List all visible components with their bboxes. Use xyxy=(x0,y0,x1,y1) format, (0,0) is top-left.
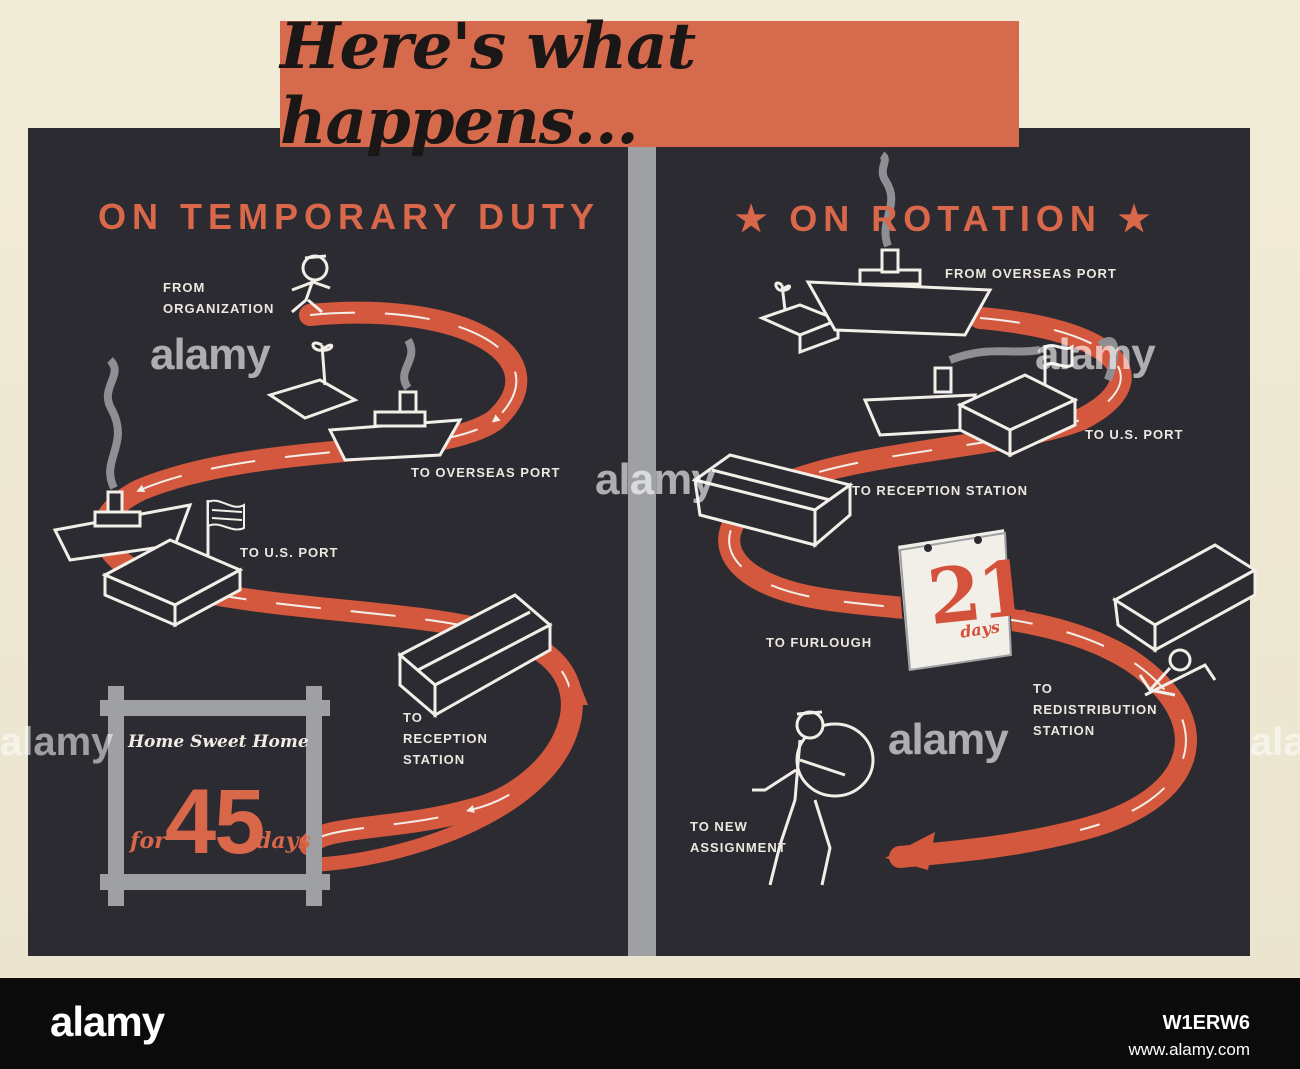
walking-soldier-icon xyxy=(291,254,331,314)
reclining-soldier-icon xyxy=(1138,648,1217,697)
ship-us-port-right-icon xyxy=(862,337,1119,437)
label-to-us-port: TO U.S. PORT xyxy=(240,545,339,560)
ship-from-overseas-icon xyxy=(805,151,993,337)
home-days-unit: days xyxy=(256,828,311,854)
rotation-heading: ★ ON ROTATION ★ xyxy=(735,198,1157,239)
duty-arrowhead xyxy=(562,672,588,705)
watermark-center: alamy xyxy=(595,455,716,504)
us-flag-icon xyxy=(207,499,245,531)
label-to-reception-station-right: TO RECEPTION STATION xyxy=(852,483,1029,498)
label-to-furlough: TO FURLOUGH xyxy=(766,635,873,650)
illustration-layer xyxy=(52,151,1258,906)
stock-footer xyxy=(0,978,1300,1069)
panel-divider xyxy=(628,128,656,956)
home-sweet-home-title: Home Sweet Home xyxy=(128,732,309,752)
label-to-reception-station: TO RECEPTION STATION xyxy=(403,710,488,767)
label-from-overseas-port: FROM OVERSEAS PORT xyxy=(945,266,1117,281)
island-hut-icon xyxy=(757,281,843,355)
stock-url: www.alamy.com xyxy=(1128,1040,1250,1059)
reception-station-right-icon xyxy=(691,453,854,549)
rotation-arrowhead xyxy=(885,832,935,870)
duty-return-arrow xyxy=(309,699,583,872)
watermark-left: alamy xyxy=(150,330,271,379)
home-for-text: for xyxy=(130,828,166,854)
stock-brand-logo: alamy xyxy=(50,998,165,1045)
label-to-redistribution-station: TO REDISTRIBUTION STATION xyxy=(1033,681,1158,738)
label-to-new-assignment: TO NEW ASSIGNMENT xyxy=(690,819,787,855)
redistribution-station-icon xyxy=(1112,543,1258,653)
page-title: Here's what happens... xyxy=(280,9,696,159)
rotation-route-arrow xyxy=(718,307,1197,868)
ship-us-port-icon xyxy=(52,357,193,562)
ship-overseas-icon xyxy=(327,337,463,462)
watermark-right-top: alamy xyxy=(1035,330,1156,379)
soldier-with-duffel-icon xyxy=(752,710,875,886)
us-port-warehouse-icon xyxy=(101,500,244,628)
label-to-us-port-right: TO U.S. PORT xyxy=(1085,427,1184,442)
label-from-organization: FROM ORGANIZATION xyxy=(163,280,275,316)
island-dock-icon xyxy=(266,341,359,420)
calendar-icon xyxy=(895,526,1014,674)
watermark-right-bottom: alamy xyxy=(888,715,1009,764)
stock-image-id: W1ERW6 xyxy=(1162,1012,1250,1034)
home-days-number: 45 xyxy=(165,771,265,873)
label-to-overseas-port: TO OVERSEAS PORT xyxy=(411,465,561,480)
temporary-duty-heading: ON TEMPORARY DUTY xyxy=(98,196,601,237)
watermark-edge-left: alamy xyxy=(0,720,114,764)
us-port-right-warehouse-icon xyxy=(956,344,1079,458)
reception-station-icon xyxy=(397,593,553,719)
title-banner: Here's what happens... xyxy=(280,9,1019,159)
home-sweet-home-frame xyxy=(100,686,330,906)
watermark-edge-right: alamy xyxy=(1250,720,1300,764)
